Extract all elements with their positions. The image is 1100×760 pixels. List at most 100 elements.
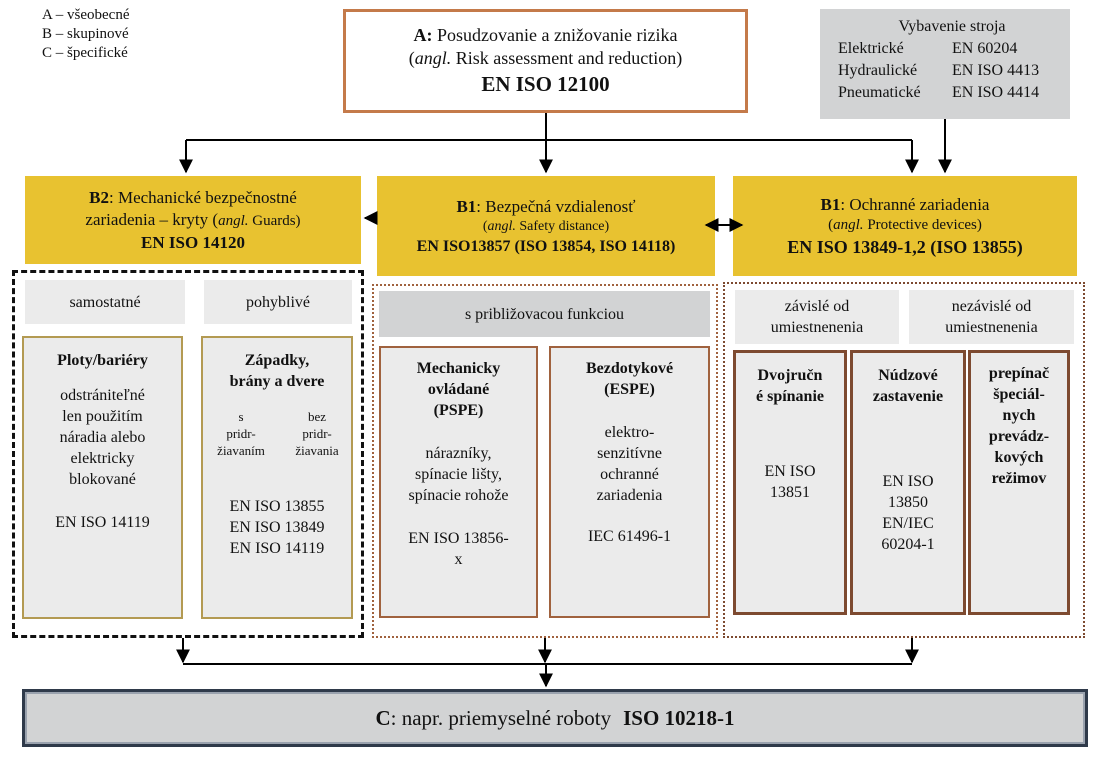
emergency-title-line: Núdzové — [878, 367, 938, 384]
gates-standard: EN ISO 13855 — [229, 498, 325, 515]
b2-title-line1: : Mechanické bezpečnostné — [108, 188, 297, 207]
espe-desc-line: elektro- — [604, 424, 655, 441]
box-a-prefix: A: — [413, 25, 433, 45]
equipment-electric-name: Elektrické — [838, 40, 904, 57]
box-c-standard: ISO 10218-1 — [623, 705, 735, 730]
legend-item-b: B – skupinové — [42, 26, 129, 42]
pspe-standard-line: EN ISO 13856- — [408, 530, 509, 547]
pspe-desc-line: nárazníky, — [425, 445, 492, 462]
emergency-standard-line: EN/IEC — [882, 515, 934, 532]
b1-distance-standard: EN ISO13857 (ISO 13854, ISO 14118) — [416, 237, 676, 255]
legend-item-c: C – špecifické — [42, 45, 128, 61]
distance-section — [372, 284, 718, 638]
espe-panel: Bezdotykové (ESPE) elektro- senzitívne o… — [549, 346, 710, 618]
b1-devices-angl-text: Protective devices) — [863, 216, 982, 233]
box-b2-guards: B2: Mechanické bezpečnostné zariadenia –… — [25, 176, 361, 264]
fences-standard: EN ISO 14119 — [55, 514, 150, 531]
two-hand-title-line: é spínanie — [755, 388, 824, 405]
pspe-standard-line: x — [454, 551, 463, 568]
devices-section — [723, 282, 1085, 638]
gates-title-line: brány a dvere — [229, 373, 325, 390]
gates-panel: Západky, brány a dvere s pridr- žiavaním… — [201, 336, 353, 619]
b1-devices-angl: angl. — [833, 216, 864, 233]
b1-distance-title: : Bezpečná vzdialenosť — [476, 196, 636, 216]
devices-dependent-line: umiestnenenia — [770, 319, 864, 336]
gates-with-hold-line: žiavaním — [217, 443, 265, 458]
b2-title-line2: zariadenia – kryty ( — [85, 210, 219, 229]
equipment-hydraulic-standard: EN ISO 4413 — [952, 62, 1040, 79]
box-a-angl: angl. — [414, 48, 452, 68]
mode-switch-title-line: špeciál- — [993, 386, 1045, 403]
mode-switch-title-line: kových — [994, 449, 1044, 466]
gates-standard: EN ISO 13849 — [229, 519, 325, 536]
gates-title-line: Západky, — [244, 352, 310, 369]
pspe-desc-line: spínacie rohože — [408, 487, 509, 504]
equipment-pneumatic-standard: EN ISO 4414 — [952, 84, 1040, 101]
box-a-standard: EN ISO 12100 — [481, 72, 610, 96]
emergency-title-line: zastavenie — [872, 388, 944, 405]
gates-without-hold-line: žiavania — [295, 443, 339, 458]
devices-independent-line: umiestnenenia — [945, 319, 1038, 336]
equipment-hydraulic-name: Hydraulické — [838, 62, 918, 79]
fences-desc-line: náradia alebo — [59, 429, 146, 446]
legend-item-a: A – všeobecné — [42, 7, 130, 23]
b1-devices-standard: EN ISO 13849-1,2 (ISO 13855) — [787, 236, 1023, 257]
b1-distance-angl: angl. — [487, 218, 516, 234]
two-hand-panel: Dvojručn é spínanie EN ISO 13851 — [733, 350, 847, 615]
box-c-specific: C : napr. priemyselné roboty ISO 10218-1 — [22, 689, 1088, 747]
pspe-panel: Mechanicky ovládané (PSPE) nárazníky, sp… — [379, 346, 538, 618]
b1-distance-prefix: B1 — [456, 196, 477, 216]
fences-desc-line: odstrániteľné — [60, 387, 145, 404]
espe-title-line: (ESPE) — [604, 381, 655, 398]
gates-with-hold-line: pridr- — [226, 426, 256, 441]
mode-switch-title-line: prevádz- — [988, 428, 1050, 445]
machine-equipment-title: Vybavenie stroja — [898, 18, 1006, 35]
b1-devices-prefix: B1 — [820, 194, 841, 214]
equipment-electric-standard: EN 60204 — [952, 40, 1018, 57]
pspe-title-line: ovládané — [427, 381, 490, 398]
box-a-risk-assessment: A: Posudzovanie a znižovanie rizika (ang… — [343, 9, 748, 113]
box-a-angl-text: Risk assessment and reduction — [455, 48, 677, 68]
guards-movable-label: pohyblivé — [204, 280, 352, 324]
legend: A – všeobecné B – skupinové C – špecific… — [42, 6, 129, 63]
gates-standard: EN ISO 14119 — [229, 540, 325, 557]
espe-desc-line: zariadenia — [596, 487, 663, 504]
box-b1-safety-distance: B1: Bezpečná vzdialenosť (angl. Safety d… — [377, 176, 715, 276]
fences-desc-line: elektricky — [70, 450, 135, 467]
two-hand-standard-line: EN ISO — [764, 463, 816, 480]
mode-switch-title-line: režimov — [991, 470, 1047, 487]
emergency-stop-panel: Núdzové zastavenie EN ISO 13850 EN/IEC 6… — [850, 350, 966, 615]
b2-prefix: B2 — [89, 188, 109, 207]
machine-equipment-box: Vybavenie stroja Elektrické Hydraulické … — [820, 9, 1070, 119]
gates-without-hold-line: pridr- — [302, 426, 332, 441]
fences-desc-line: len použitím — [62, 408, 143, 425]
pspe-title-line: Mechanicky — [416, 360, 501, 377]
two-hand-standard-line: 13851 — [770, 484, 810, 501]
b1-distance-angl-text: Safety distance) — [515, 218, 610, 234]
guards-fixed-label: samostatné — [25, 280, 185, 324]
mode-switch-title-line: prepínač — [988, 365, 1050, 382]
gates-without-hold-line: bez — [307, 409, 327, 424]
box-c-prefix: C — [375, 705, 391, 730]
equipment-pneumatic-name: Pneumatické — [838, 84, 921, 101]
box-a-title: Posudzovanie a znižovanie rizika — [437, 25, 678, 45]
espe-desc-line: ochranné — [600, 466, 659, 483]
b2-standard: EN ISO 14120 — [141, 233, 245, 252]
b2-angl-text: Guards) — [248, 213, 301, 229]
gates-with-hold-line: s — [238, 409, 244, 424]
distance-header: s približovacou funkciou — [379, 291, 710, 337]
fences-title: Ploty/bariéry — [57, 352, 148, 369]
fences-desc-line: blokované — [69, 471, 136, 488]
emergency-standard-line: 60204-1 — [881, 536, 935, 553]
emergency-standard-line: 13850 — [888, 494, 928, 511]
pspe-desc-line: spínacie lišty, — [415, 466, 502, 483]
guards-section — [12, 270, 364, 638]
mode-switch-panel: prepínač špeciál- nych prevádz- kových r… — [968, 350, 1070, 615]
box-c-text: : napr. priemyselné roboty — [390, 705, 612, 730]
b2-angl: angl. — [218, 213, 249, 229]
devices-dependent-label: závislé od umiestnenenia — [735, 290, 899, 344]
espe-title-line: Bezdotykové — [585, 360, 674, 377]
emergency-standard-line: EN ISO — [882, 473, 934, 490]
two-hand-title-line: Dvojručn — [757, 367, 823, 384]
espe-desc-line: senzitívne — [597, 445, 662, 462]
